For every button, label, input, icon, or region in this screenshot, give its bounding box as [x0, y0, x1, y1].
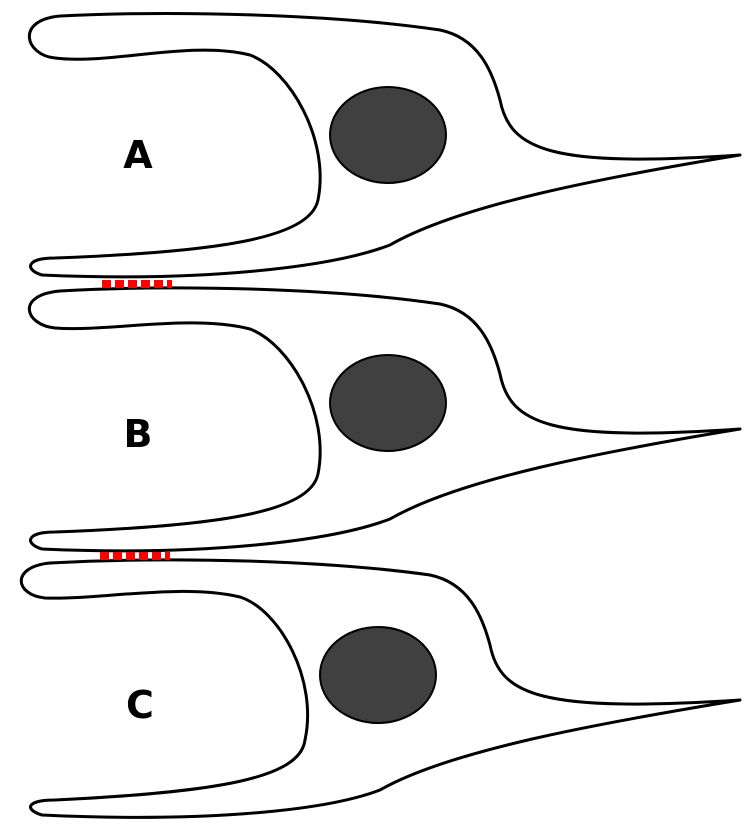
cell-b: B: [29, 288, 740, 551]
cell-a-label: A: [123, 133, 153, 177]
cell-c: C: [21, 560, 740, 817]
cell-b-label: B: [124, 412, 153, 456]
cell-b-nucleus: [330, 355, 446, 451]
cell-a-nucleus: [330, 87, 446, 183]
cell-c-label: C: [126, 683, 154, 727]
cell-c-nucleus: [320, 627, 436, 723]
cell-a: A: [29, 14, 740, 277]
